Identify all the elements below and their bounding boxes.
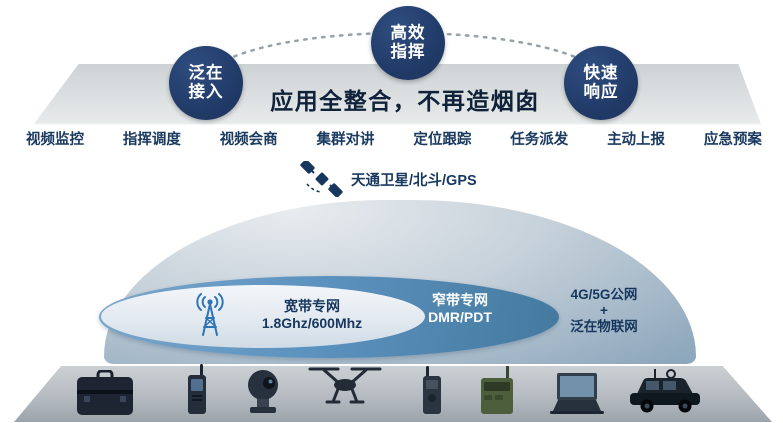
device-handheld-terminal [184,364,210,416]
satellite-group: 天通卫星/北斗/GPS [298,161,477,197]
bubble-text-line: 接入 [188,83,224,101]
command-vehicle-icon [630,369,700,413]
main-title: 应用全整合，不再造烟囱 [270,88,540,114]
feature-video-surveillance: 视频监控 [26,132,84,148]
bubble-text-line: 指挥 [390,43,426,61]
public-network-iot: 泛在物联网 [570,319,638,334]
narrowband-label: 窄带专网 DMR/PDT [410,292,510,326]
equipment-case-icon [77,369,133,415]
satellite-label: 天通卫星/北斗/GPS [351,172,477,189]
public-network-label: 4G/5G公网 + 泛在物联网 [548,287,660,335]
public-network-plus: + [600,303,608,318]
device-command-vehicle [625,368,705,414]
broadband-freq: 1.8Ghz/600Mhz [261,315,363,331]
feature-location-tracking: 定位跟踪 [413,132,472,148]
antenna-icon [196,293,224,336]
broadband-ellipse [101,285,425,348]
public-network-name: 4G/5G公网 [570,287,638,302]
feature-emergency-plan: 应急预案 [703,132,762,148]
feature-video-conference: 视频会商 [219,132,278,148]
device-field-radio [478,366,516,416]
ptz-camera-icon [248,370,278,413]
broadband-name: 宽带专网 [284,298,340,314]
narrowband-name: 窄带专网 [432,292,488,308]
narrowband-tech: DMR/PDT [428,309,492,325]
handheld-terminal-icon [188,364,206,414]
feature-trunked-intercom: 集群对讲 [316,132,375,148]
satellite-icon [300,161,343,197]
bubble-text-line: 泛在 [188,63,224,82]
drone-icon [308,367,382,404]
portable-radio-icon [423,366,441,414]
bubble-text-line: 响应 [583,83,619,101]
rugged-laptop-icon [550,373,604,414]
feature-command-dispatch: 指挥调度 [122,132,181,148]
device-rugged-laptop [548,372,606,414]
broadband-label: 宽带专网 1.8Ghz/600Mhz [236,298,388,332]
device-ptz-camera [242,366,284,416]
bubble-text-line: 高效 [390,23,426,42]
bubble-efficient-command: 高效 指挥 [371,6,445,80]
feature-task-dispatch: 任务派发 [510,132,569,148]
device-portable-radio [419,366,445,416]
device-equipment-case [74,369,136,418]
feature-active-reporting: 主动上报 [607,132,666,148]
device-drone [306,362,384,408]
feature-row: 视频监控 指挥调度 视频会商 集群对讲 定位跟踪 任务派发 主动上报 应急预案 [26,128,762,149]
bubble-text-line: 快速 [583,63,619,82]
field-radio-icon [481,366,513,414]
